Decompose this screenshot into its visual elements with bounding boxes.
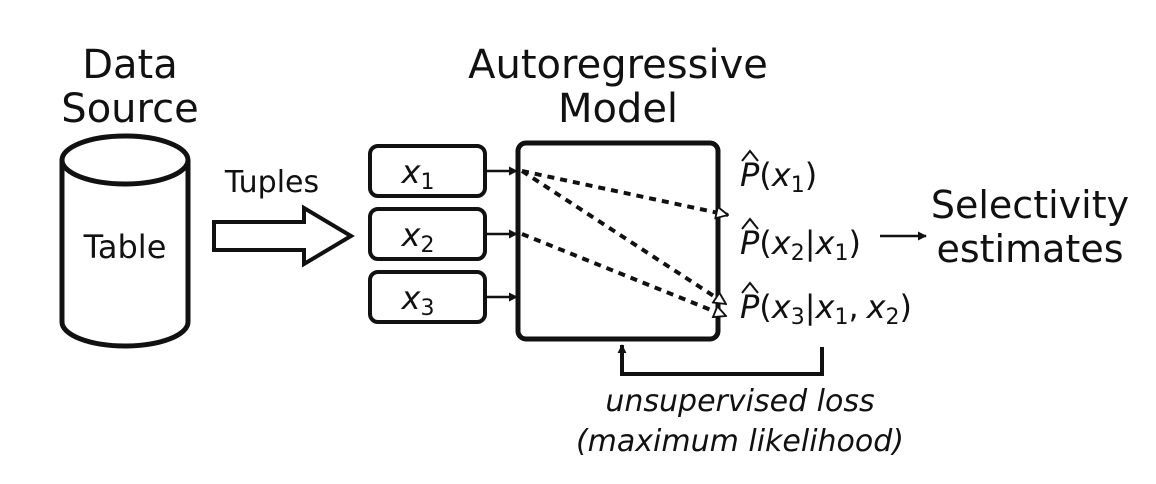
loss-line2: (maximum likelihood) xyxy=(576,424,904,459)
dependency-x1-to-p2 xyxy=(521,169,728,215)
tuples-arrow-icon xyxy=(212,204,355,268)
input-label-x1: x1 xyxy=(401,153,435,195)
model-title-line2: Model xyxy=(558,86,678,132)
database-cylinder-icon xyxy=(59,133,191,349)
output-p-x2-given-x1: P(x2|x1) xyxy=(740,217,861,266)
autoregressive-model-box xyxy=(515,140,721,342)
output-p-x1: P(x1) xyxy=(740,149,817,198)
loss-feedback-arrow xyxy=(617,344,824,376)
svg-text:P(x1): P(x1) xyxy=(740,156,817,198)
svg-text:P(x2|x1): P(x2|x1) xyxy=(740,224,861,266)
tuples-label: Tuples xyxy=(224,165,319,200)
loss-line1: unsupervised loss xyxy=(605,384,874,419)
source-title-line2: Source xyxy=(61,86,198,132)
result-line1: Selectivity xyxy=(931,183,1129,227)
source-title-line1: Data xyxy=(82,42,178,88)
input-label-x2: x2 xyxy=(401,216,435,258)
result-line2: estimates xyxy=(936,227,1123,271)
dependency-x2-to-p3 xyxy=(521,232,726,316)
hat-icon xyxy=(741,149,759,162)
output-p-x3-given-x1-x2: P(x3|x1,x2) xyxy=(740,281,912,330)
table-label: Table xyxy=(83,228,167,266)
hat-icon xyxy=(741,217,759,230)
svg-text:P(x3|x1,x2): P(x3|x1,x2) xyxy=(740,288,912,330)
input-label-x3: x3 xyxy=(401,279,435,321)
model-title-line1: Autoregressive xyxy=(468,42,768,88)
dependency-x1-to-p3 xyxy=(520,169,726,306)
hat-icon xyxy=(741,281,759,294)
